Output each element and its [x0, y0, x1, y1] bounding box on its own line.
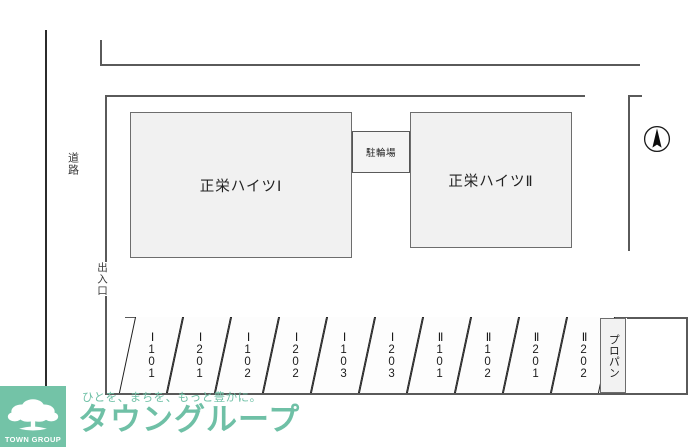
- parking-slot-label: Ⅰ201: [193, 330, 206, 380]
- parking-slot-label: Ⅱ102: [481, 330, 494, 380]
- property-boundary-right-tick: [628, 95, 642, 97]
- building-shoei-heights-1[interactable]: 正栄ハイツⅠ: [130, 112, 352, 258]
- bicycle-parking-area[interactable]: 駐輪場: [352, 131, 410, 173]
- road-label: 道路: [66, 152, 79, 176]
- parking-slot-label: Ⅰ101: [145, 330, 158, 380]
- building-1-label: 正栄ハイツⅠ: [199, 178, 283, 195]
- bicycle-parking-connector-top: [352, 131, 410, 133]
- parking-strip: Ⅰ101 Ⅰ201 Ⅰ102 Ⅰ202 Ⅰ103 Ⅰ203 Ⅱ101 Ⅱ102 Ⅱ201 Ⅱ202: [105, 317, 627, 393]
- property-boundary-top: [105, 95, 585, 97]
- parking-slot-label: Ⅱ202: [577, 330, 590, 380]
- town-group-text: TOWN GROUP: [4, 435, 62, 444]
- propane-label: プロパン: [607, 333, 620, 378]
- property-boundary-left-upper: [105, 95, 107, 262]
- property-boundary-bottom: [105, 393, 688, 395]
- parking-slot-label: Ⅰ203: [385, 330, 398, 380]
- entrance-label: 出入口: [96, 262, 109, 297]
- property-boundary-bottom-right: [686, 317, 688, 394]
- parking-slot-label: Ⅰ102: [241, 330, 254, 380]
- road-line-vertical: [45, 30, 47, 430]
- top-boundary-tick: [100, 40, 102, 66]
- north-arrow-icon: [643, 125, 671, 153]
- parking-slot-label: Ⅱ201: [529, 330, 542, 380]
- parking-slot-label: Ⅰ202: [289, 330, 302, 380]
- property-boundary-right: [628, 95, 630, 251]
- town-group-logo-badge: TOWN GROUP: [0, 386, 66, 447]
- top-boundary-line: [100, 64, 640, 66]
- brand-tagline: ひとを、まちを、もっと豊かに。: [82, 392, 262, 404]
- brand-name-jp: タウングループ: [78, 402, 301, 437]
- parking-slot-label: Ⅰ103: [337, 330, 350, 380]
- building-2-label: 正栄ハイツⅡ: [448, 173, 534, 190]
- property-boundary-left-lower: [105, 296, 107, 394]
- bicycle-parking-label: 駐輪場: [365, 148, 396, 159]
- bicycle-parking-connector-bottom: [352, 172, 410, 174]
- tree-icon: [7, 399, 59, 431]
- propane-tank-area[interactable]: プロパン: [600, 318, 626, 393]
- property-boundary-parking-top-right: [627, 317, 687, 319]
- parking-slot-label: Ⅱ101: [433, 330, 446, 380]
- building-shoei-heights-2[interactable]: 正栄ハイツⅡ: [410, 112, 572, 248]
